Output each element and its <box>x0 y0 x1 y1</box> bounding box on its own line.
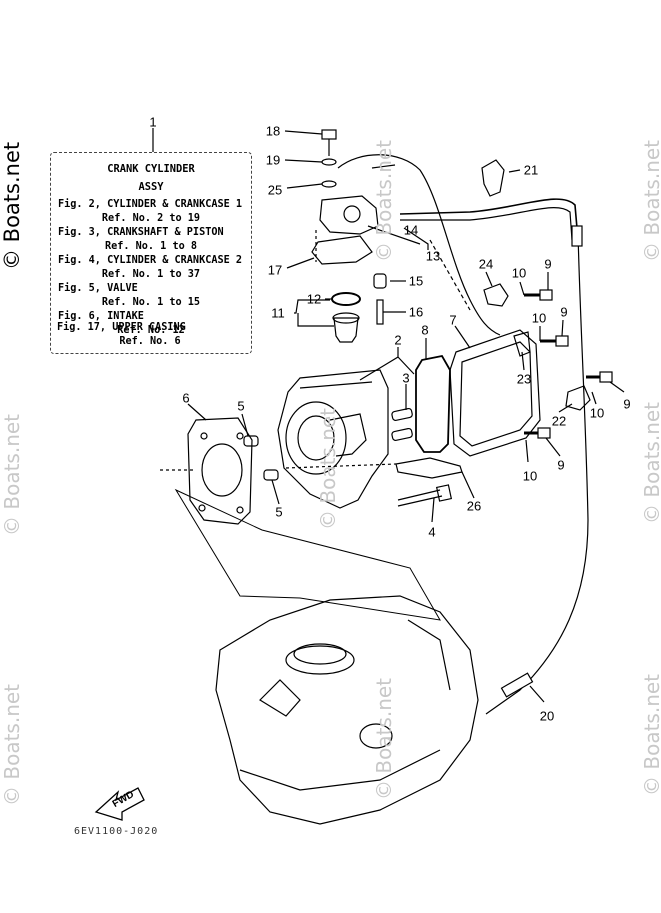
legend-fig: Fig. 6, INTAKE <box>58 311 144 322</box>
callout-10: 10 <box>511 265 527 281</box>
callout-17: 17 <box>267 262 283 278</box>
callout-21: 21 <box>523 162 539 178</box>
callout-14: 14 <box>403 222 419 238</box>
gasket-8 <box>415 354 451 453</box>
callout-7: 7 <box>449 312 457 328</box>
clamp-23 <box>513 331 531 357</box>
crankcase <box>215 595 479 825</box>
fwd-arrow-icon <box>94 787 145 821</box>
callout-24: 24 <box>478 256 494 272</box>
washer-19 <box>321 158 337 166</box>
cable-20 <box>485 231 589 715</box>
bolt-16 <box>376 299 384 325</box>
callout-15: 15 <box>408 273 424 289</box>
bolt-18 <box>321 129 337 140</box>
legend-ref: Ref. No. 1 to 8 <box>104 241 197 252</box>
legend-box: CRANK CYLINDER ASSY Fig. 2, CYLINDER & C… <box>50 152 252 354</box>
watermark-right-bottom: © Boats.net <box>640 673 661 796</box>
callout-2: 2 <box>394 332 402 348</box>
clamp-22 <box>565 385 591 411</box>
legend-ref: Ref. No. 2 to 19 <box>101 213 201 224</box>
legend-subtitle: ASSY <box>138 181 164 193</box>
callout-9: 9 <box>623 396 631 412</box>
legend-fig: Fig. 4, CYLINDER & CRANKCASE 2 <box>58 255 243 266</box>
watermark-right-mid: © Boats.net <box>640 401 661 524</box>
spark-plug-26 <box>395 457 463 479</box>
callout-26: 26 <box>466 498 482 514</box>
thermostat-cover <box>319 195 379 235</box>
callout-18: 18 <box>265 123 281 139</box>
callout-9: 9 <box>560 304 568 320</box>
watermark-right-top: © Boats.net <box>640 139 661 262</box>
gasket-17 <box>311 235 373 265</box>
callout-6: 6 <box>182 390 190 406</box>
legend-fig: Fig. 5, VALVE <box>58 283 138 294</box>
clamp-21 <box>481 159 505 197</box>
watermark-left-mid: © Boats.net <box>0 413 24 536</box>
callout-13: 13 <box>425 248 441 264</box>
legend-fig: Fig. 3, CRANKSHAFT & PISTON <box>58 227 224 238</box>
watermark-center-top: © Boats.net <box>372 139 396 262</box>
legend-fig: Fig. 17, UPPER CASING <box>57 322 186 333</box>
gasket-12 <box>331 292 361 306</box>
watermark-center-mid: © Boats.net <box>316 407 340 530</box>
hose <box>399 198 579 241</box>
callout-10: 10 <box>589 405 605 421</box>
callout-25: 25 <box>267 182 283 198</box>
callout-5-top: 5 <box>237 398 245 414</box>
watermark-left-bottom: © Boats.net <box>0 683 24 806</box>
callout-22: 22 <box>551 413 567 429</box>
callout-19: 19 <box>265 152 281 168</box>
gasket-6 <box>187 417 253 525</box>
callout-11: 11 <box>271 305 285 321</box>
callout-3: 3 <box>402 370 410 386</box>
callout-9: 9 <box>557 457 565 473</box>
callout-9: 9 <box>544 256 552 272</box>
watermark-center-bottom: © Boats.net <box>372 677 396 800</box>
callout-12: 12 <box>306 291 322 307</box>
callout-1: 1 <box>149 114 157 130</box>
legend-ref: Ref. No. 12 <box>117 325 185 336</box>
legend-fig: Fig. 2, CYLINDER & CRANKCASE 1 <box>58 199 243 210</box>
thermostat-11 <box>333 317 359 343</box>
head-cover-7 <box>449 329 541 457</box>
bolt-4 <box>397 489 443 507</box>
callout-8: 8 <box>421 322 429 338</box>
diagram-code: 6EV1100-J020 <box>74 826 159 837</box>
clamp-24 <box>483 283 509 307</box>
watermark-left-top: © Boats.net <box>0 141 24 270</box>
callout-5-bottom: 5 <box>275 504 283 520</box>
washer-25 <box>321 180 337 188</box>
callout-10: 10 <box>522 468 538 484</box>
callout-23: 23 <box>516 371 532 387</box>
callout-4: 4 <box>428 524 436 540</box>
callout-20: 20 <box>539 708 555 724</box>
collar-15 <box>373 273 387 289</box>
callout-10: 10 <box>531 310 547 326</box>
legend-title: CRANK CYLINDER <box>107 163 195 175</box>
legend-ref: Ref. No. 6 <box>119 336 181 347</box>
legend-ref: Ref. No. 1 to 37 <box>101 269 201 280</box>
callout-16: 16 <box>408 304 424 320</box>
cylinder-block <box>277 369 389 509</box>
legend-ref: Ref. No. 1 to 15 <box>101 297 201 308</box>
